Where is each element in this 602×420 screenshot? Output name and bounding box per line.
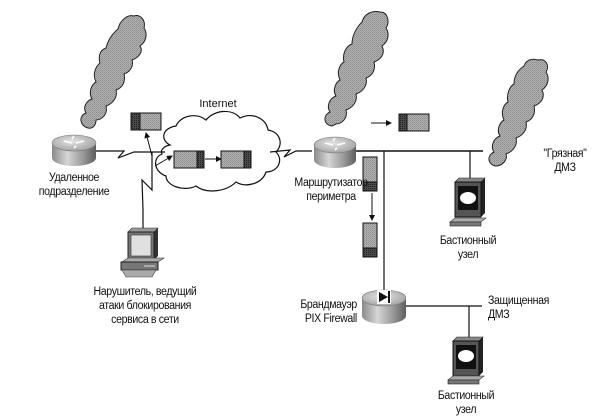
perimeter-router-label: Маршрутизатор периметра [280,176,381,204]
remote-office-label-line2: подразделение [38,186,110,198]
remote-office-label-line1: Удаленное [48,172,100,184]
dirty-dmz-label-line2: ДМЗ [554,162,576,174]
attacker-label: Нарушитель, ведущий атаки блокирования с… [76,285,214,327]
packet-in-cloud-1-icon [173,150,205,169]
attacker-label-line3: сервиса в сети [111,314,179,326]
bastion-host-1-icon [449,177,487,227]
bastion-host-2-label-line2: узел [455,404,477,416]
firewall-label-line1: Брандмауэр [300,299,357,311]
internet-cloud-icon [155,110,281,192]
bastion-host-1-label: Бастионный узел [436,234,500,262]
bastion-host-1-label-line1: Бастионный [439,235,497,247]
packet-below-router-1-icon [362,156,378,192]
remote-router-icon [51,134,97,166]
smoke-plume-perimeter-icon [324,11,389,127]
bastion-host-1-label-line2: узел [457,249,479,261]
smoke-plume-remote-icon [80,15,147,129]
pix-firewall-icon [361,289,407,324]
remote-office-label: Удаленное подразделение [34,171,115,199]
arrow-to-attacker-packet [144,132,153,157]
protected-dmz-label-line1: Защищенная [488,295,549,307]
protected-dmz-label: Защищенная ДМЗ [488,294,549,322]
link-attacker-to-internet [141,152,153,236]
protected-dmz-label-line2: ДМЗ [488,309,510,321]
perimeter-router-icon [313,136,357,168]
link-remote-to-internet [96,150,165,159]
packet-in-cloud-2-icon [220,150,252,169]
bastion-host-2-icon [447,336,485,385]
smoke-plume-dirty-dmz-icon [488,58,549,167]
internet-label: Internet [199,98,236,110]
perimeter-router-label-line2: периметра [306,191,356,203]
packet-below-router-2-icon [362,222,378,258]
dirty-dmz-label-line1: "Грязная" [543,148,587,160]
link-internet-to-perimeter [269,149,312,158]
packet-right-of-router-icon [398,113,430,132]
arrow-to-cloud-packet [154,155,173,167]
packet-to-attacker-icon [130,112,162,131]
firewall-label: Брандмауэр PIX Firewall [285,298,357,326]
attacker-label-line1: Нарушитель, ведущий [93,286,197,298]
perimeter-router-label-line1: Маршрутизатор [294,177,368,189]
bastion-host-2-label: Бастионный узел [434,389,498,417]
attacker-label-line2: атаки блокирования [98,300,192,312]
bastion-host-2-label-line1: Бастионный [437,390,495,402]
attacker-workstation-icon [120,227,165,278]
dirty-dmz-label: "Грязная" ДМЗ [542,147,588,175]
firewall-label-line2: PIX Firewall [304,313,357,325]
